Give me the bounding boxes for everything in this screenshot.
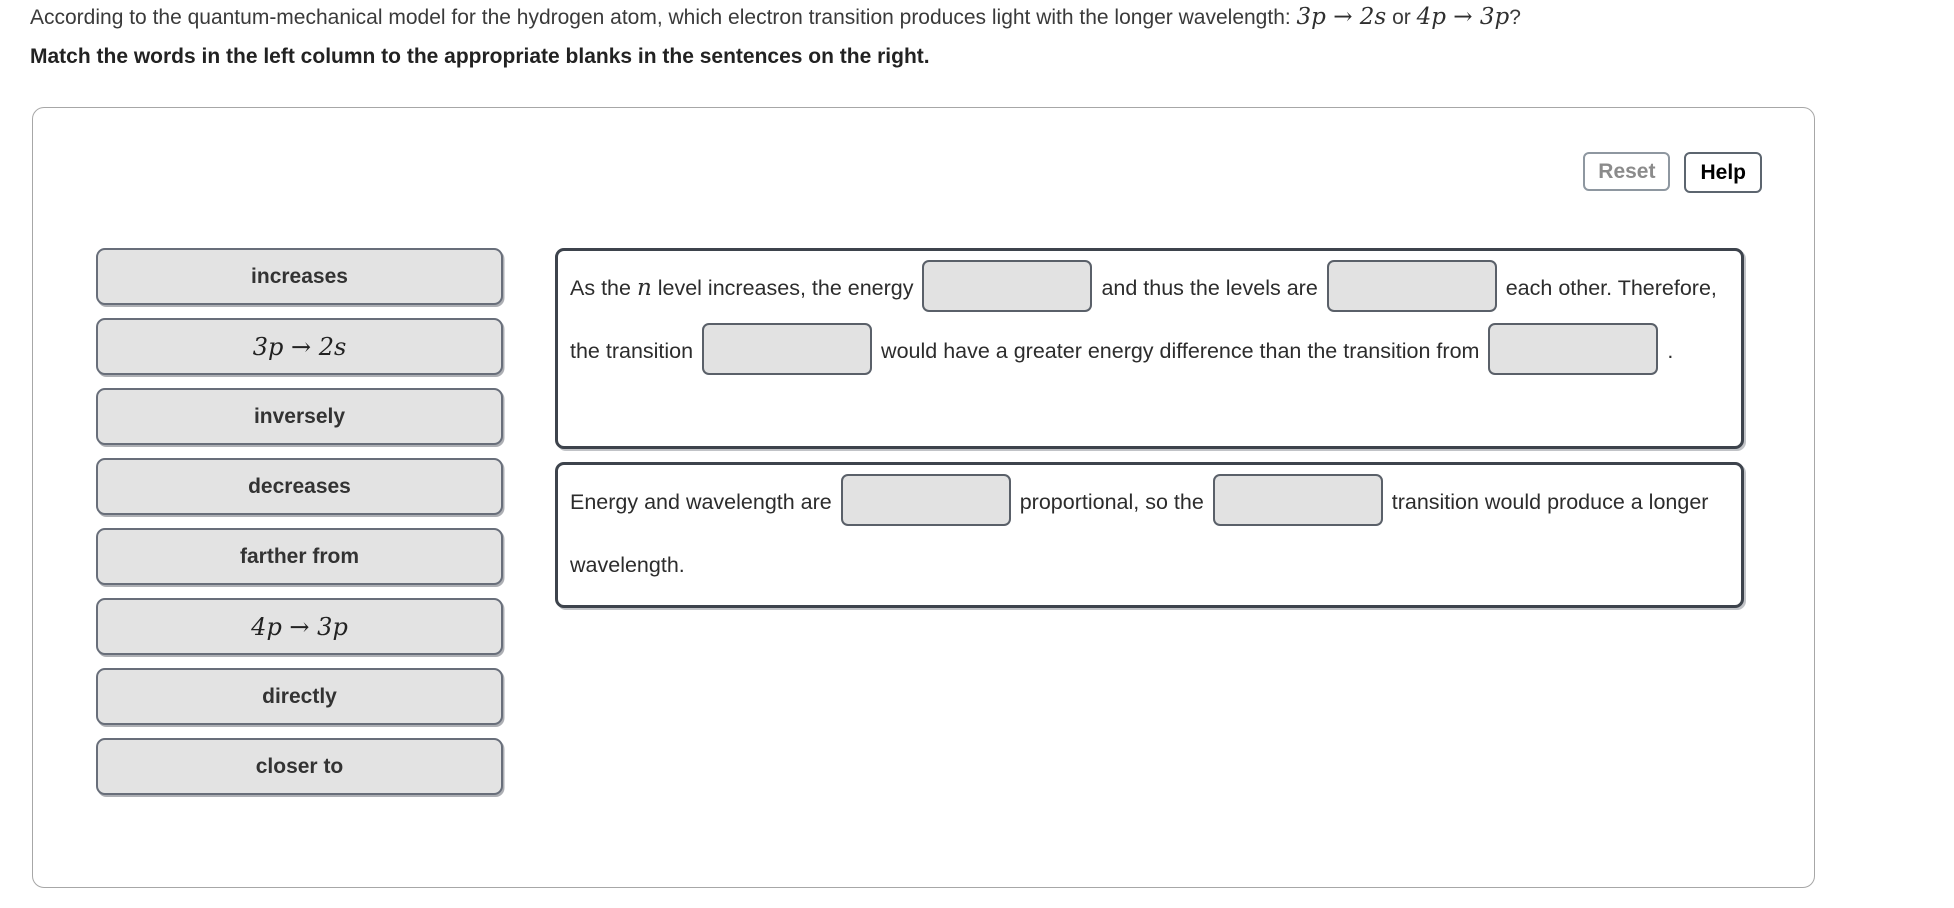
s1-text-6: .: [1661, 339, 1674, 363]
word-tile-directly[interactable]: directly: [96, 668, 503, 725]
help-button[interactable]: Help: [1684, 152, 1762, 194]
matching-activity-panel: Reset Help increases 3p → 2s inversely d…: [32, 107, 1815, 888]
s2-blank-1[interactable]: [840, 474, 1011, 527]
sentence-box-1: As the n level increases, the energy and…: [555, 248, 1744, 449]
word-tile-4p-3p[interactable]: 4p → 3p: [96, 598, 503, 655]
question-text: According to the quantum-mechanical mode…: [30, 4, 1521, 30]
s1-blank-1[interactable]: [922, 260, 1093, 313]
word-tile-3p-2s[interactable]: 3p → 2s: [96, 318, 503, 375]
panel-toolbar: Reset Help: [1583, 152, 1762, 194]
s2-text-1: Energy and wavelength are: [570, 490, 838, 514]
word-bank: increases 3p → 2s inversely decreases fa…: [96, 248, 503, 795]
s1-text-1: As the: [570, 276, 637, 300]
s1-text-2: level increases, the energy: [651, 276, 920, 300]
s1-blank-4[interactable]: [1488, 323, 1659, 376]
s1-n-variable: n: [636, 275, 652, 301]
transition-4p-3p-math: 4p → 3p: [1416, 4, 1510, 30]
reset-button[interactable]: Reset: [1583, 152, 1671, 192]
word-tile-closer-to[interactable]: closer to: [96, 738, 503, 795]
word-tile-inversely[interactable]: inversely: [96, 388, 503, 445]
s1-blank-2[interactable]: [1326, 260, 1497, 313]
s2-blank-2[interactable]: [1212, 474, 1383, 527]
s1-blank-3[interactable]: [702, 323, 873, 376]
word-tile-increases[interactable]: increases: [96, 248, 503, 305]
question-suffix: ?: [1509, 6, 1521, 29]
question-prefix: According to the quantum-mechanical mode…: [30, 6, 1297, 29]
s1-text-5: would have a greater energy difference t…: [875, 339, 1486, 363]
s1-text-3: and thus the levels are: [1095, 276, 1324, 300]
transition-3p-2s-math: 3p → 2s: [1296, 4, 1387, 30]
instruction-text: Match the words in the left column to th…: [30, 45, 930, 68]
s2-text-2: proportional, so the: [1013, 490, 1210, 514]
word-tile-decreases[interactable]: decreases: [96, 458, 503, 515]
word-tile-farther-from[interactable]: farther from: [96, 528, 503, 585]
question-or: or: [1386, 6, 1417, 29]
s1-text-4: each other. Therefore, the transition: [570, 276, 1717, 363]
sentence-box-2: Energy and wavelength are proportional, …: [555, 462, 1744, 608]
s2-text-3: transition would produce a longer wavele…: [570, 490, 1709, 577]
